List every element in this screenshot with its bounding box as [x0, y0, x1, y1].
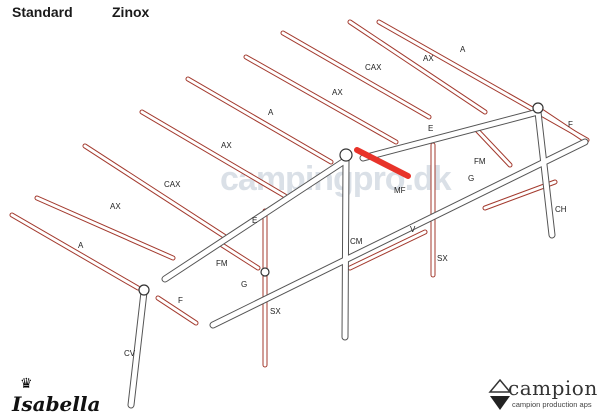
label-ax: AX — [110, 202, 121, 211]
mf-highlight-tube — [354, 147, 411, 179]
label-ax: AX — [423, 54, 434, 63]
campion-subtitle: campion production aps — [512, 400, 592, 409]
label-cv: CV — [124, 349, 136, 358]
label-a: A — [268, 108, 274, 117]
label-a: A — [78, 241, 84, 250]
label-mf: MF — [394, 186, 406, 195]
label-sx: SX — [270, 307, 281, 316]
title-standard: Standard — [12, 4, 73, 20]
label-cax: CAX — [365, 63, 382, 72]
isabella-logo: Isabella — [12, 392, 101, 416]
label-ch: CH — [555, 205, 567, 214]
isabella-crown-icon: ♛ — [20, 375, 33, 391]
joints — [138, 102, 544, 296]
label-g: G — [241, 280, 248, 289]
label-sx: SX — [437, 254, 448, 263]
label-e: E — [428, 124, 434, 133]
label-cax: CAX — [164, 180, 181, 189]
label-fm: FM — [216, 259, 228, 268]
label-fm: FM — [474, 157, 486, 166]
label-ax: AX — [221, 141, 232, 150]
label-cm: CM — [350, 237, 363, 246]
campion-logo-icon — [488, 378, 512, 410]
label-f: F — [178, 296, 183, 305]
title-zinox: Zinox — [112, 4, 150, 20]
label-a: A — [460, 45, 466, 54]
label-f: F — [568, 120, 573, 129]
label-g: G — [468, 174, 475, 183]
label-ax: AX — [332, 88, 343, 97]
label-e: E — [252, 216, 258, 225]
label-v: V — [410, 225, 416, 234]
campion-logo: campion — [508, 376, 598, 400]
